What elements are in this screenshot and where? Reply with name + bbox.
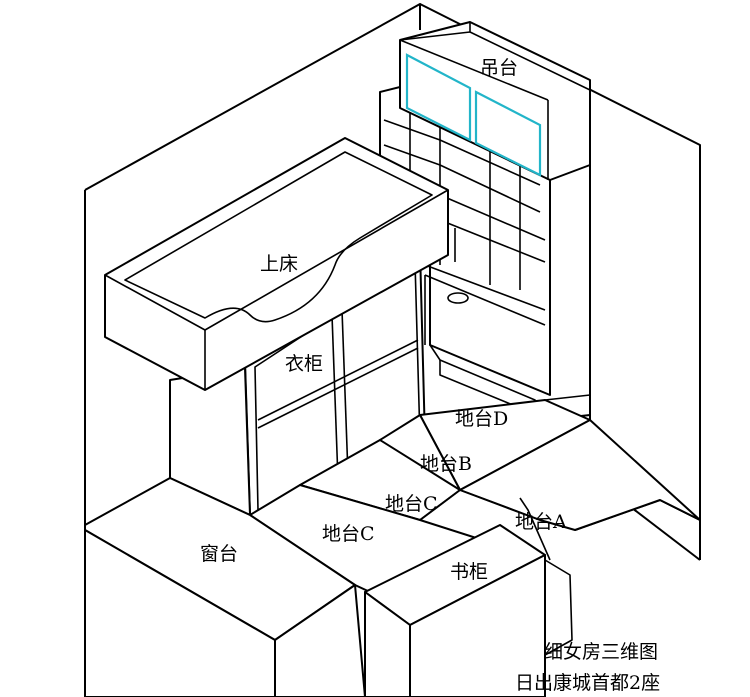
bookcase <box>364 497 573 697</box>
label-platform-b: 地台B <box>420 453 472 475</box>
caption-subtitle: 日出康城首都2座 <box>515 672 661 694</box>
hanging-cabinet <box>399 21 591 181</box>
label-wardrobe: 衣柜 <box>285 353 323 375</box>
label-platform-c-back: 地台C <box>385 493 438 515</box>
caption-title: 细女房三维图 <box>544 641 659 663</box>
label-upper-bed: 上床 <box>260 253 298 275</box>
window-platform <box>84 477 366 697</box>
cabinet-glass-right <box>474 90 542 177</box>
label-platform-c-front: 地台C <box>322 523 375 545</box>
label-hanging-cabinet: 吊台 <box>480 57 518 79</box>
desk <box>424 274 546 345</box>
cabinet-glass-left <box>405 53 472 142</box>
label-platform-a: 地台A <box>515 511 567 533</box>
label-window-platform: 窗台 <box>200 543 238 565</box>
label-platform-d: 地台D <box>455 408 508 430</box>
label-bookcase: 书柜 <box>450 561 488 583</box>
platforms <box>299 399 701 531</box>
upper-bed <box>104 137 449 391</box>
